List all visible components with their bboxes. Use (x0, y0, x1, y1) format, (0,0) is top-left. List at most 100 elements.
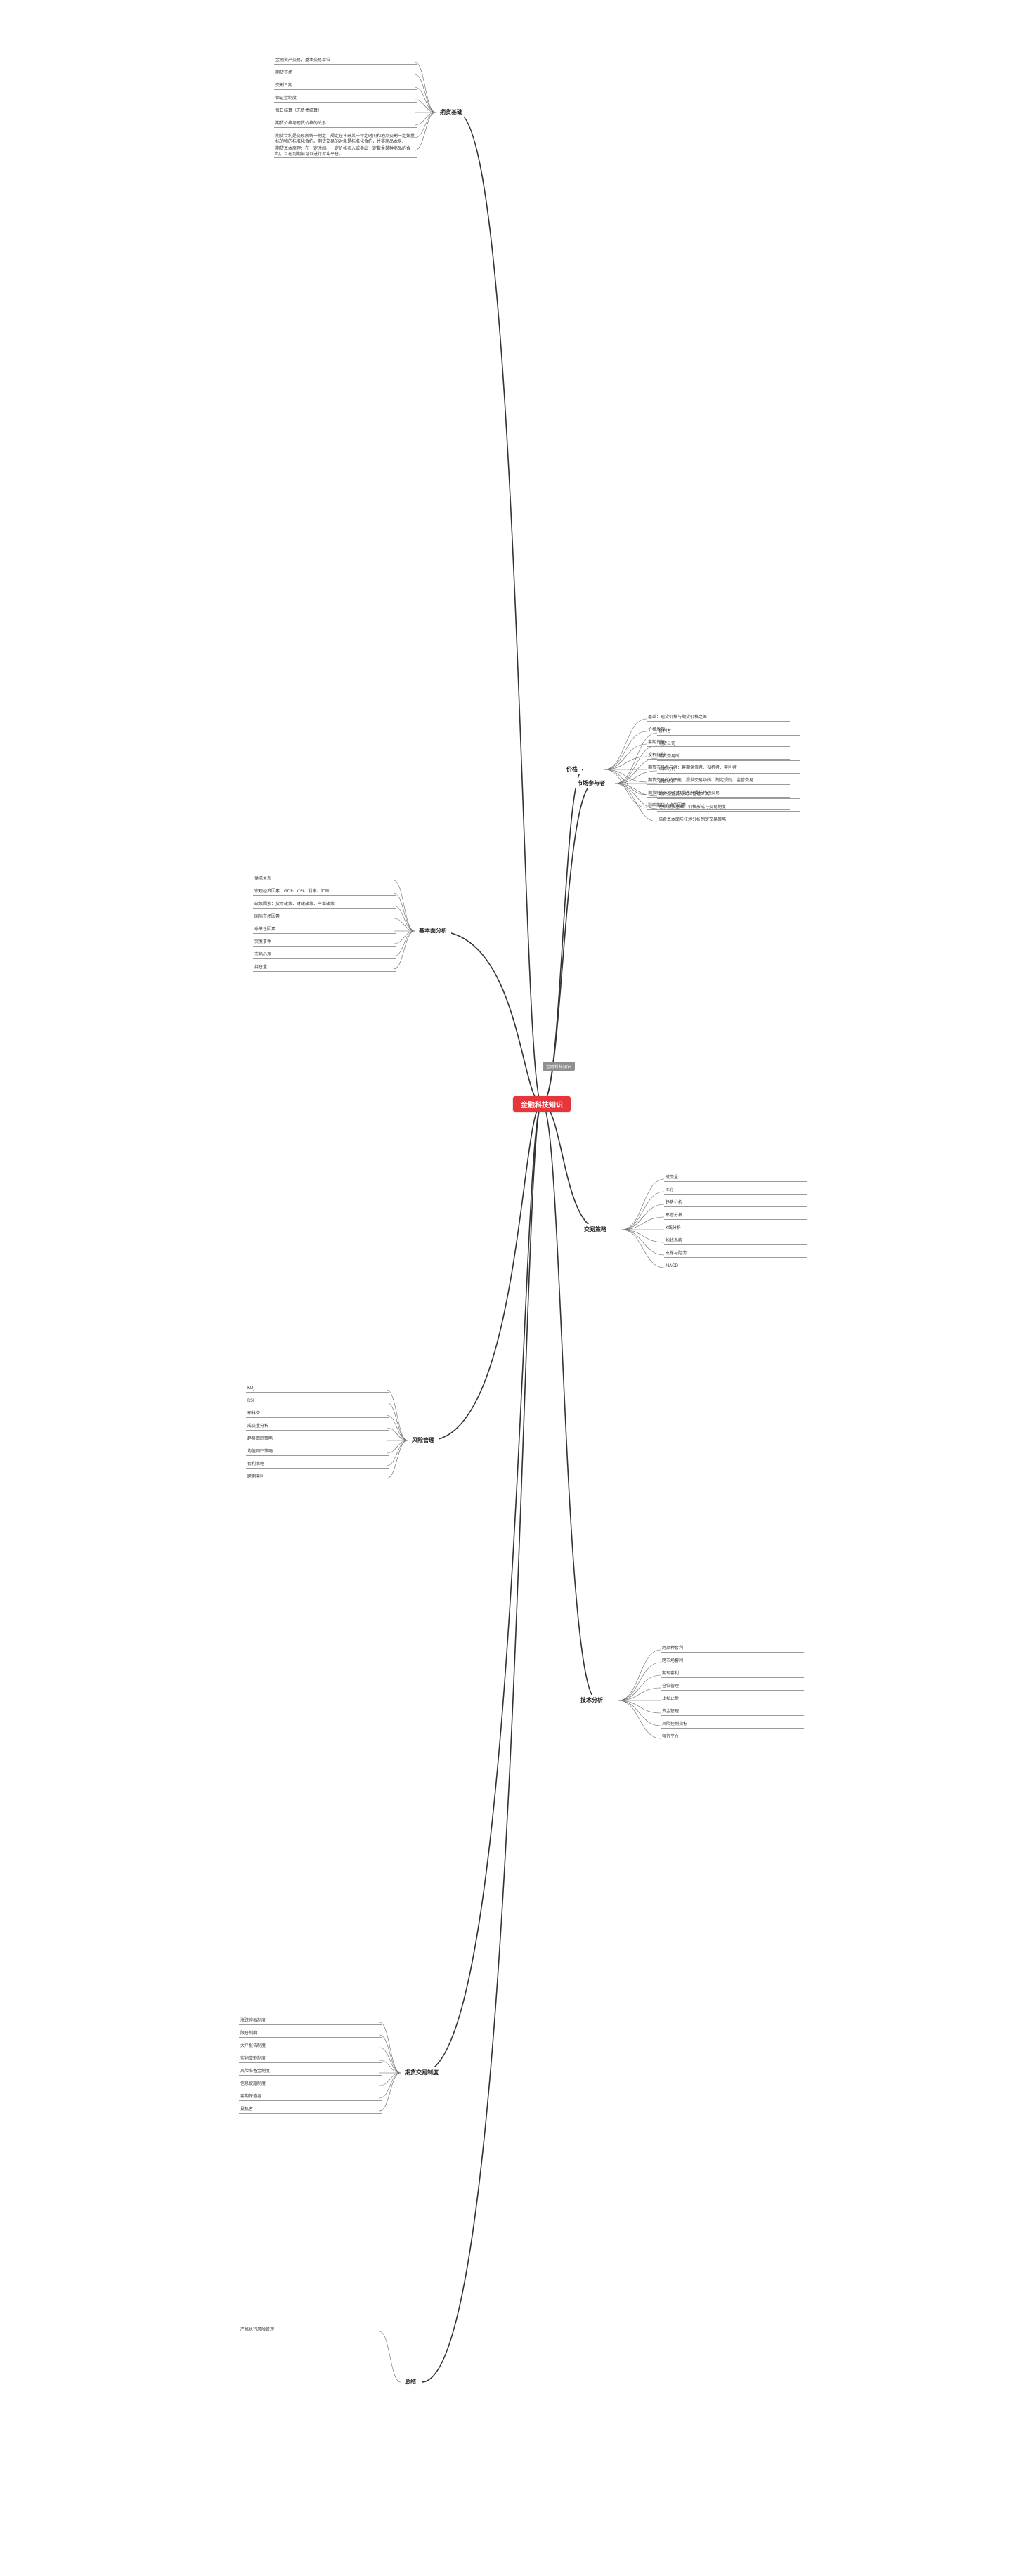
topic-node[interactable]: RSI (246, 1398, 389, 1405)
leaf-connector (604, 757, 647, 769)
leaf-connector (618, 1663, 661, 1700)
leaf-connector (622, 1230, 664, 1255)
leaf-connector (622, 1192, 664, 1230)
leaf-connector (379, 2073, 401, 2086)
topic-node[interactable]: 成交量 (664, 1175, 807, 1182)
topic-node[interactable]: 期现套利 (661, 1671, 804, 1678)
leaf-connector (387, 1390, 408, 1440)
topic-node[interactable]: 跨期套利 (246, 1474, 389, 1481)
leaf-connector (604, 719, 647, 769)
leaf-connector (379, 2060, 401, 2073)
leaf-connector (415, 62, 436, 112)
topic-node[interactable]: 期货公司 (657, 741, 800, 748)
topic-node[interactable]: 仓位管理 (661, 1684, 804, 1691)
topic-node[interactable]: 跨市场套利 (661, 1658, 804, 1665)
leaf-connector (604, 769, 647, 782)
topic-node[interactable]: 监管机构 (657, 779, 800, 786)
branch-1[interactable]: 期货基础 (436, 107, 467, 117)
topic-node[interactable]: 结算机构 (657, 767, 800, 774)
topic-node[interactable]: 均线系统 (664, 1238, 807, 1245)
topic-node[interactable]: 趋势跟踪策略 (246, 1436, 389, 1443)
branch-7[interactable]: 期货交易制度 (401, 2067, 443, 2078)
topic-node[interactable]: 趋势分析 (664, 1200, 807, 1207)
topic-node[interactable]: 基差：现货价格与期货价格之差 (647, 715, 790, 722)
topic-node[interactable]: 套利者 (657, 729, 800, 736)
topic-node[interactable]: 国际市场因素 (253, 914, 396, 921)
topic-node[interactable]: 期货价格与现货价格的关系 (274, 121, 417, 128)
topic-node[interactable]: 均值回归策略 (246, 1449, 389, 1456)
topic-node[interactable]: 套期保值者 (239, 2094, 382, 2101)
branch-8[interactable]: 市场参与者 (573, 778, 609, 788)
topic-node[interactable]: 投机者 (239, 2107, 382, 2114)
topic-node[interactable]: 资金管理 (661, 1709, 804, 1716)
leaf-connector (415, 112, 436, 150)
topic-node[interactable]: 突发事件 (253, 939, 396, 947)
leaf-connector (615, 783, 657, 821)
branch-9[interactable]: 总结 (401, 2376, 420, 2387)
topic-node[interactable]: 成交量分析 (246, 1424, 389, 1431)
leaf-connector (622, 1230, 664, 1268)
topic-node[interactable]: 期货是重要的风险管理工具 (657, 792, 800, 799)
topic-node[interactable]: 宏观经济因素：GDP、CPI、利率、汇率 (253, 889, 396, 896)
topic-node[interactable]: 强行平仓 (661, 1734, 804, 1741)
topic-node[interactable]: 金融资产交易，基本交易单位 (274, 58, 417, 65)
branch-2[interactable]: 价格 (562, 764, 582, 774)
leaf-connector (387, 1428, 408, 1440)
topic-node[interactable]: 期货交易所 (657, 754, 800, 761)
topic-node[interactable]: 信息披露制度 (239, 2081, 382, 2088)
topic-node[interactable]: 跨品种套利 (661, 1646, 804, 1653)
topic-node[interactable]: 风险准备金制度 (239, 2069, 382, 2076)
topic-node[interactable]: 季节性因素 (253, 927, 396, 934)
topic-node[interactable]: 大户报告制度 (239, 2043, 382, 2050)
leaf-connector (379, 2073, 401, 2111)
topic-node[interactable]: 涨跌停板制度 (239, 2018, 382, 2025)
leaf-connector (604, 744, 647, 769)
leaf-connector (394, 931, 415, 956)
topic-node[interactable]: 市场心理 (253, 952, 396, 959)
branch-connector-5 (429, 1104, 542, 1440)
topic-node[interactable]: 每日结算（无负债结算） (274, 108, 417, 115)
topic-node[interactable]: 期货合约是交易所统一制定，规定在将来某一特定时间和地点交割一定数量标的物的标准化… (274, 134, 417, 145)
topic-node[interactable]: 布林带 (246, 1411, 389, 1418)
branch-4[interactable]: 交易策略 (580, 1224, 611, 1235)
leaf-connector (394, 931, 415, 969)
leaf-connector (415, 112, 436, 138)
leaf-connector (622, 1179, 664, 1230)
leaf-connector (622, 1217, 664, 1230)
topic-node[interactable]: K线分析 (664, 1225, 807, 1232)
branch-connector-9 (422, 1104, 542, 2382)
topic-node[interactable]: 严格执行风险管理 (239, 2327, 382, 2334)
topic-node[interactable]: 供求关系 (253, 876, 396, 883)
branch-5[interactable]: 风险管理 (408, 1435, 439, 1445)
topic-node[interactable]: 保证金制度 (274, 96, 417, 103)
topic-node[interactable]: 实物交割制度 (239, 2056, 382, 2063)
topic-node[interactable]: 结合基本面与技术分析制定交易策略 (657, 817, 800, 824)
topic-node[interactable]: 政策因素：货币政策、财政政策、产业政策 (253, 902, 396, 909)
topic-node[interactable]: 支撑与阻力 (664, 1251, 807, 1258)
topic-node[interactable]: 限仓制度 (239, 2031, 382, 2038)
leaf-connector (394, 931, 415, 944)
topic-node[interactable]: 期货市场 (274, 70, 417, 77)
leaf-connector (618, 1688, 661, 1700)
branch-6[interactable]: 技术分析 (576, 1695, 607, 1705)
topic-node[interactable]: MACD (664, 1263, 807, 1270)
leaf-connector (387, 1440, 408, 1466)
topic-node[interactable]: 理解期货基础、价格形成与交易制度 (657, 805, 800, 812)
topic-node[interactable]: 止损止盈 (661, 1696, 804, 1703)
topic-node[interactable]: KDJ (246, 1386, 389, 1393)
leaf-connector (415, 87, 436, 112)
central-topic[interactable]: 金融科技知识 (513, 1096, 571, 1112)
topic-node[interactable]: 库存 (664, 1188, 807, 1195)
branch-connector-7 (422, 1104, 542, 2073)
topic-node[interactable]: 持仓量 (253, 965, 396, 972)
topic-node[interactable]: 风险控制指标 (661, 1722, 804, 1729)
branch-connector-3 (436, 931, 542, 1104)
leaf-connector (618, 1700, 661, 1713)
topic-node[interactable]: 期货基本原理：在一定时间、一定价格买入或卖出一定数量某种商品的合约，且在到期前可… (274, 146, 417, 158)
topic-node[interactable]: 交割日期 (274, 83, 417, 90)
branch-3[interactable]: 基本面分析 (415, 925, 451, 936)
topic-node[interactable]: 形态分析 (664, 1213, 807, 1220)
leaf-connector (379, 2022, 401, 2073)
topic-node[interactable]: 套利策略 (246, 1462, 389, 1469)
